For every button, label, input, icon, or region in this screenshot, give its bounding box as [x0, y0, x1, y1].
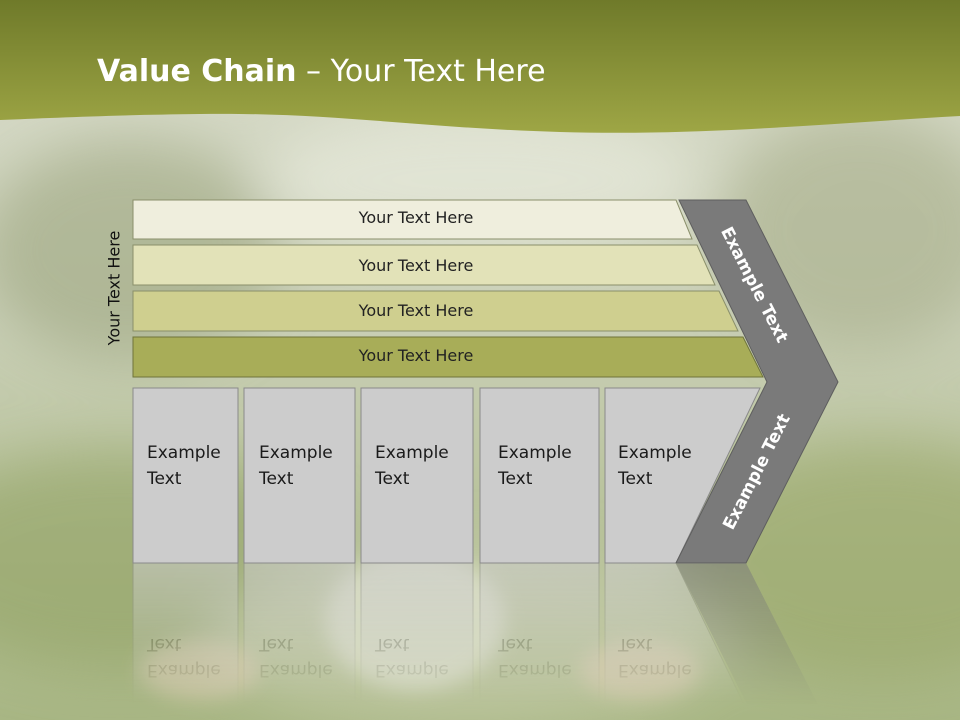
reflection-text-4-line1: Example: [498, 660, 572, 680]
row-label-3: Your Text Here: [358, 301, 474, 320]
primary-box-3: [360, 387, 474, 564]
reflection-shapes: [132, 563, 826, 720]
row-label-2: Your Text Here: [358, 256, 474, 275]
reflection-text-5: Example Text: [618, 631, 692, 683]
reflection-text-2-line1: Example: [259, 660, 333, 680]
reflection-text-5-line2: Text: [618, 634, 653, 654]
box-label-1-line2: Text: [147, 469, 182, 489]
reflection-text-1: Example Text: [147, 631, 221, 683]
support-row-3: [132, 290, 739, 332]
box-label-1-line1: Example: [147, 443, 221, 463]
box-label-5-line2: Text: [618, 469, 653, 489]
reflection-text-4-line2: Text: [498, 634, 533, 654]
primary-box-1: [132, 387, 239, 564]
box-label-4-line2: Text: [498, 469, 533, 489]
reflection-text-3-line2: Text: [375, 634, 410, 654]
reflection-text-1-line2: Text: [147, 634, 182, 654]
diagram-reflection: Example Text Example Text Example Text Exam…: [0, 563, 960, 720]
box-label-4-line1: Example: [498, 443, 572, 463]
box-label-3-line1: Example: [375, 443, 449, 463]
side-label: Your Text Here: [104, 230, 124, 346]
title-bold: Value Chain: [97, 54, 297, 89]
box-label-3-line2: Text: [375, 469, 410, 489]
box-label-2-line2: Text: [259, 469, 294, 489]
primary-box-2: [243, 387, 356, 564]
reflection-text-3: Example Text: [375, 631, 449, 683]
row-label-1: Your Text Here: [358, 208, 474, 227]
header-band: [0, 0, 960, 133]
support-row-1: [132, 199, 693, 240]
reflection-text-5-line1: Example: [618, 660, 692, 680]
reflection-text-2-line2: Text: [259, 634, 294, 654]
box-label-5-line1: Example: [618, 443, 692, 463]
support-row-4: [132, 336, 764, 378]
reflection-text-1-line1: Example: [147, 660, 221, 680]
reflection-text-4: Example Text: [498, 631, 572, 683]
row-label-4: Your Text Here: [358, 346, 474, 365]
box-label-2-line1: Example: [259, 443, 333, 463]
page-title: Value Chain – Your Text Here: [97, 54, 546, 89]
support-row-2: [132, 244, 716, 286]
reflection-text-2: Example Text: [259, 631, 333, 683]
title-rest: – Your Text Here: [296, 54, 546, 89]
reflection-text-3-line1: Example: [375, 660, 449, 680]
